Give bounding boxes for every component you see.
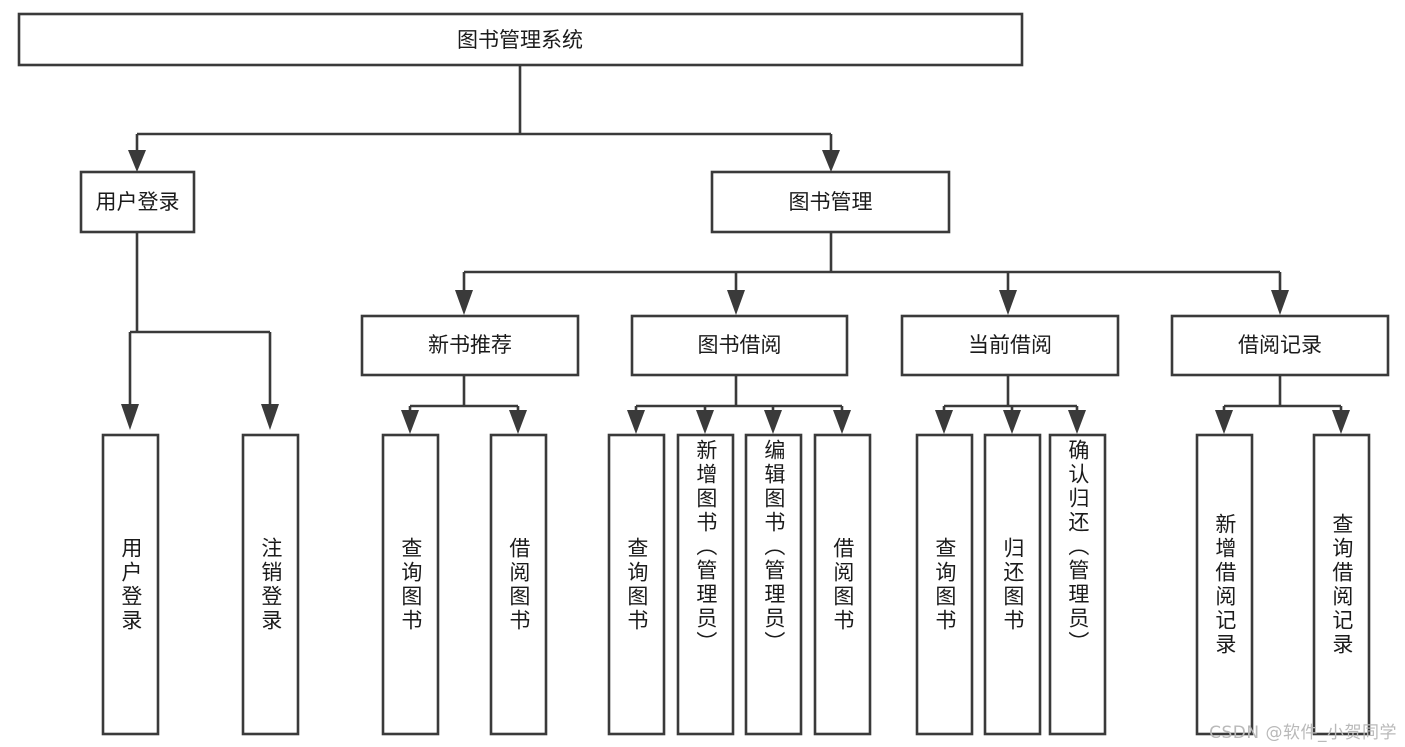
connector-borrow-to-leaves [627, 375, 851, 434]
node-borrow-record[interactable]: 借阅记录 [1170, 314, 1390, 377]
node-book-management-label: 图书管理 [789, 190, 873, 214]
leaf-box-borrow-book-2[interactable] [813, 433, 872, 736]
leaf-box-add-book-admin[interactable] [676, 433, 735, 736]
node-root-label: 图书管理系统 [457, 28, 583, 52]
leaf-box-edit-book-admin[interactable] [744, 433, 803, 736]
leaf-box-confirm-return[interactable] [1048, 433, 1107, 736]
leaf-box-return-book[interactable] [983, 433, 1042, 736]
node-book-management[interactable]: 图书管理 [710, 170, 951, 234]
node-user-login[interactable]: 用户登录 [79, 170, 196, 234]
connector-record-to-leaves [1215, 375, 1350, 434]
node-borrow-record-label: 借阅记录 [1238, 333, 1322, 357]
node-current-borrow[interactable]: 当前借阅 [900, 314, 1120, 377]
node-book-borrow[interactable]: 图书借阅 [630, 314, 849, 377]
leaf-box-borrow-book-1[interactable] [489, 433, 548, 736]
leaf-box-query-record[interactable] [1312, 433, 1371, 736]
connector-newbook-to-leaves [401, 375, 527, 434]
node-book-borrow-label: 图书借阅 [698, 333, 782, 357]
leaf-box-query-book-1[interactable] [381, 433, 440, 736]
leaf-box-query-book-3[interactable] [915, 433, 974, 736]
node-new-book-recommend[interactable]: 新书推荐 [360, 314, 580, 377]
connector-userlogin-to-leaves [121, 232, 279, 430]
node-root[interactable]: 图书管理系统 [17, 12, 1024, 67]
node-current-borrow-label: 当前借阅 [968, 333, 1052, 357]
node-user-login-label: 用户登录 [96, 190, 180, 214]
node-new-book-recommend-label: 新书推荐 [428, 333, 512, 357]
connector-root-to-level2 [128, 66, 840, 172]
leaf-box-user-login[interactable] [101, 433, 160, 736]
connector-bookmgmt-to-level3 [455, 232, 1289, 315]
connector-current-to-leaves [935, 375, 1086, 434]
leaf-node-group [101, 433, 1371, 736]
leaf-box-add-record[interactable] [1195, 433, 1254, 736]
leaf-box-logout[interactable] [241, 433, 300, 736]
csdn-watermark: CSDN @软件_小贺同学 [1209, 723, 1397, 743]
leaf-box-query-book-2[interactable] [607, 433, 666, 736]
